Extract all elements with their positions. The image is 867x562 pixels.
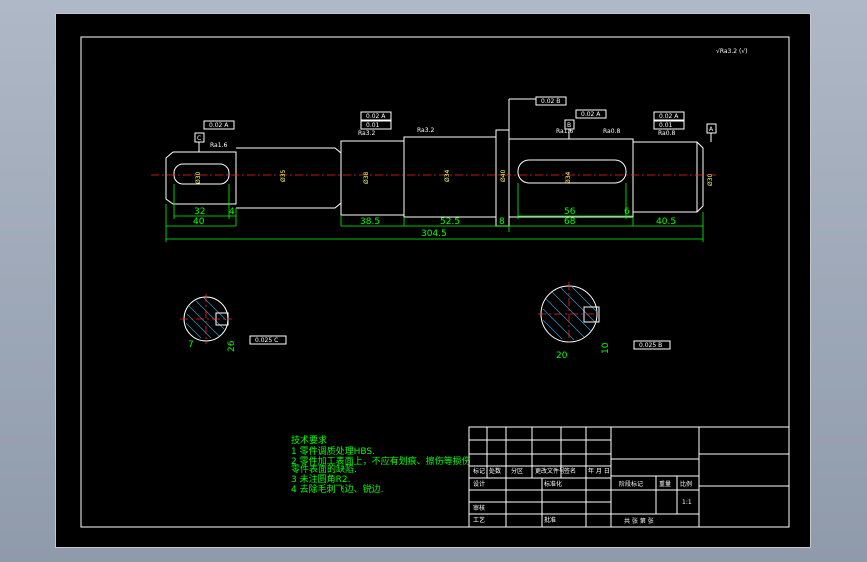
svg-text:零件表面的缺陷.: 零件表面的缺陷. (291, 463, 357, 475)
dim-8: 8 (499, 217, 505, 227)
sec2-height: 10 (601, 342, 611, 354)
dim-32: 32 (194, 207, 205, 217)
diameter-labels: Ø30 Ø35 Ø38 Ø34 Ø40 Ø34 Ø30 (195, 169, 714, 186)
tol-5: 0.02 A (581, 111, 601, 118)
tol-1: 0.02 A (209, 122, 229, 129)
tol-3: 0.01 (366, 122, 380, 129)
tb-stage: 阶段标记 (619, 480, 643, 488)
roughness-symbols: Ra1.6 Ra3.2 Ra3.2 Ra1.6 Ra0.8 Ra0.8 (210, 127, 675, 149)
svg-text:签名: 签名 (564, 467, 576, 475)
dia-35: Ø35 (280, 169, 287, 182)
section-view-left: 7 26 0.025 C (180, 294, 287, 352)
tb-standard: 标准化 (544, 480, 562, 488)
svg-text:处数: 处数 (489, 467, 501, 475)
tb-approve: 批准 (544, 516, 556, 524)
tb-review: 审核 (473, 504, 485, 512)
sec2-sym-tol: 0.025 B (639, 342, 662, 349)
svg-text:Ra0.8: Ra0.8 (658, 130, 675, 137)
tb-scale-value: 1:1 (682, 499, 692, 506)
dim-68: 68 (564, 217, 576, 227)
dim-40-5: 40.5 (656, 217, 676, 227)
dimension-values: 32 4 40 38.5 52.5 8 56 6 68 40.5 304.5 (193, 207, 676, 239)
svg-text:2 零件加工表面上，不应有划痕、擦伤等损伤: 2 零件加工表面上，不应有划痕、擦伤等损伤 (291, 455, 471, 467)
tol-2: 0.02 A (366, 113, 386, 120)
drawing-frame (80, 36, 790, 528)
tb-process: 工艺 (473, 516, 485, 524)
dim-6: 6 (624, 207, 630, 217)
svg-text:Ra1.6: Ra1.6 (210, 142, 227, 149)
svg-text:1 零件调质处理HBS.: 1 零件调质处理HBS. (291, 445, 375, 457)
dimension-lines (165, 183, 704, 242)
svg-text:更改文件号: 更改文件号 (535, 467, 565, 475)
svg-text:3 未注圆角R2.: 3 未注圆角R2. (291, 473, 350, 485)
svg-text:Ra1.6: Ra1.6 (556, 128, 573, 135)
tol-4: 0.02 B (541, 98, 560, 105)
shaft-outline (165, 129, 704, 227)
title-block: 标记 处数 分区 更改文件号 签名 年 月 日 设计 标准化 审核 工艺 批准 … (468, 426, 790, 528)
dim-40: 40 (193, 217, 205, 227)
tb-design: 设计 (473, 480, 485, 488)
tb-weight: 重量 (659, 480, 671, 488)
dim-52-5: 52.5 (440, 217, 460, 227)
tech-notes-title: 技术要求 (291, 434, 327, 446)
dia-30-left: Ø30 (195, 171, 202, 184)
svg-text:Ra3.2: Ra3.2 (417, 127, 434, 134)
technical-requirements: 技术要求 1 零件调质处理HBS. 2 零件加工表面上，不应有划痕、擦伤等损伤 … (291, 434, 471, 495)
sec1-height: 26 (227, 340, 237, 352)
dia-34: Ø34 (444, 169, 451, 182)
tol-6: 0.02 A (659, 113, 679, 120)
dim-56: 56 (564, 207, 576, 217)
sec2-width: 20 (556, 351, 568, 361)
sec1-sym-tol: 0.025 C (255, 337, 278, 344)
datum-a: A (709, 126, 714, 133)
gdt-annotations: C B A 0.02 A 0.02 A 0.01 0.02 B 0.02 A 0… (194, 96, 717, 152)
cad-viewport[interactable]: √Ra3.2 (√) Ø30 Ø35 Ø38 Ø34 Ø40 Ø34 Ø30 (55, 13, 811, 548)
dim-4: 4 (229, 207, 235, 217)
svg-text:年 月 日: 年 月 日 (588, 467, 610, 475)
svg-text:4 去除毛刺飞边、锐边.: 4 去除毛刺飞边、锐边. (291, 483, 383, 495)
svg-text:分区: 分区 (511, 467, 523, 475)
dia-38: Ø38 (363, 171, 370, 184)
sec1-width: 7 (188, 340, 194, 350)
default-roughness-note: √Ra3.2 (√) (716, 48, 748, 55)
dia-34-right: Ø34 (565, 171, 572, 184)
tb-sheets: 共 张 第 张 (624, 517, 654, 525)
svg-text:Ra3.2: Ra3.2 (358, 130, 375, 137)
tol-7: 0.01 (659, 122, 673, 129)
datum-c: C (197, 135, 201, 142)
drawing-sheet: √Ra3.2 (√) Ø30 Ø35 Ø38 Ø34 Ø40 Ø34 Ø30 (80, 36, 790, 528)
datum-b: B (567, 122, 571, 129)
svg-text:标记: 标记 (473, 467, 485, 475)
dim-38-5: 38.5 (360, 217, 380, 227)
tb-scale: 比例 (680, 480, 692, 488)
section-view-right: 20 10 0.025 B (538, 282, 671, 361)
dia-30-right: Ø30 (707, 173, 714, 186)
dia-40: Ø40 (500, 169, 507, 182)
svg-text:Ra0.8: Ra0.8 (603, 128, 620, 135)
dim-304-5: 304.5 (421, 229, 447, 239)
